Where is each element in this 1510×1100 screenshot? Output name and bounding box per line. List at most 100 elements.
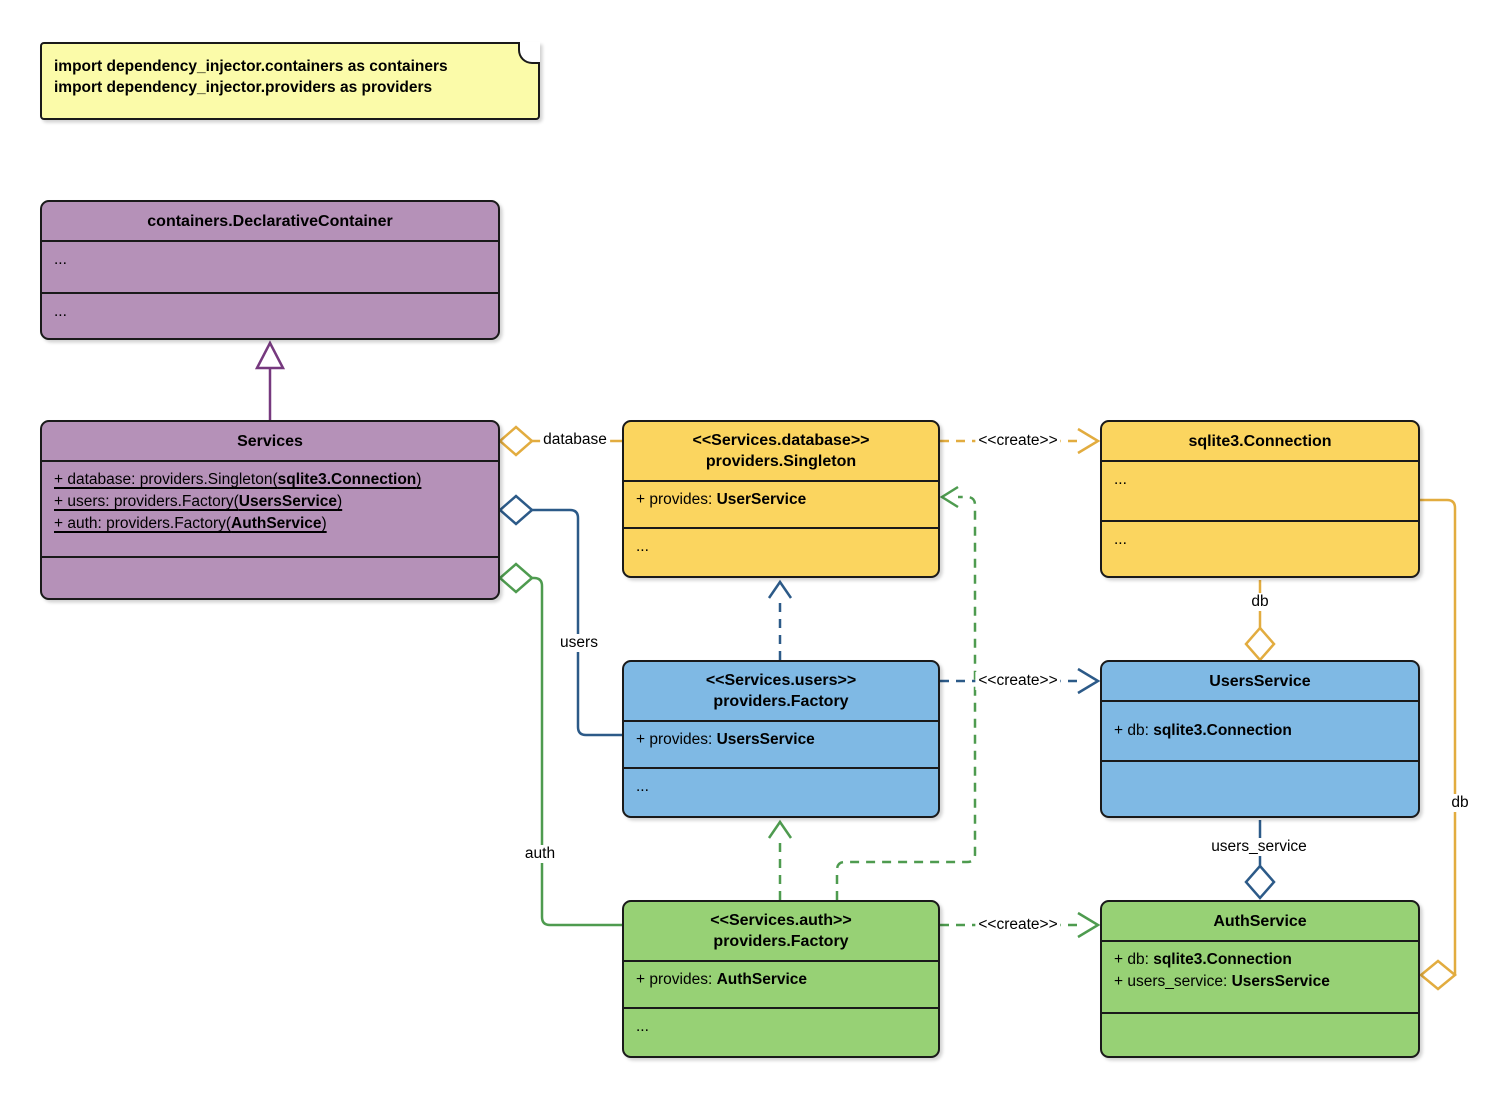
class-name: providers.Singleton bbox=[705, 453, 857, 470]
attr-text: ) bbox=[337, 493, 343, 510]
aggregation-diamond-icon bbox=[1244, 626, 1276, 662]
note-fold-icon bbox=[518, 42, 540, 64]
edge-dependency-users-singleton bbox=[767, 579, 793, 660]
edge-label-create: <<create>> bbox=[975, 672, 1061, 690]
class-auth-service: AuthService + db: sqlite3.Connection + u… bbox=[1100, 900, 1420, 1058]
class-users-service: UsersService + db: sqlite3.Connection bbox=[1100, 660, 1420, 818]
class-compartment: + provides: UsersService bbox=[624, 720, 938, 767]
class-sqlite3-connection: sqlite3.Connection ... ... bbox=[1100, 420, 1420, 578]
class-compartment: + provides: UserService bbox=[624, 480, 938, 527]
open-arrowhead-icon bbox=[1077, 427, 1101, 455]
class-name: providers.Factory bbox=[713, 693, 849, 710]
class-compartment: + db: sqlite3.Connection + users_service… bbox=[1102, 940, 1418, 1012]
edge-db-usersservice bbox=[1244, 580, 1276, 662]
attr-type: UsersService bbox=[1231, 973, 1330, 990]
class-title: containers.DeclarativeContainer bbox=[147, 212, 393, 230]
edge-label-db: db bbox=[1248, 593, 1272, 611]
edge-label-create: <<create>> bbox=[975, 432, 1061, 450]
attr-type: sqlite3.Connection bbox=[1153, 951, 1292, 968]
edge-label-users-service: users_service bbox=[1208, 838, 1310, 856]
attribute-database: + database: providers.Singleton(sqlite3.… bbox=[54, 469, 486, 491]
open-arrowhead-icon bbox=[767, 579, 793, 599]
class-compartment: ... bbox=[624, 1007, 938, 1056]
class-singleton-provider: <<Services.database>> providers.Singleto… bbox=[622, 420, 940, 578]
attribute-db: + db: sqlite3.Connection bbox=[1114, 949, 1406, 971]
edge-dependency-auth-users bbox=[767, 819, 793, 900]
class-title: <<Services.auth>> providers.Factory bbox=[624, 902, 938, 960]
class-title: UsersService bbox=[1209, 672, 1311, 690]
attribute-db: + db: sqlite3.Connection bbox=[1114, 720, 1292, 742]
aggregation-diamond-icon bbox=[498, 425, 534, 457]
attr-text: + users: providers.Factory( bbox=[54, 493, 239, 510]
attr-text: ) bbox=[321, 515, 327, 532]
class-compartment: ... bbox=[42, 240, 498, 292]
attr-text: + users_service: bbox=[1114, 973, 1232, 990]
attr-type: sqlite3.Connection bbox=[277, 471, 417, 488]
class-compartment: + db: sqlite3.Connection bbox=[1102, 700, 1418, 760]
aggregation-diamond-icon bbox=[1244, 864, 1276, 900]
open-arrowhead-icon bbox=[1077, 911, 1101, 939]
edge-label-database: database bbox=[540, 431, 610, 449]
attribute-users: + users: providers.Factory(UsersService) bbox=[54, 491, 486, 513]
edge-inheritance bbox=[254, 340, 286, 420]
edge-label-auth: auth bbox=[521, 845, 559, 863]
import-note: import dependency_injector.containers as… bbox=[40, 42, 540, 120]
inheritance-triangle-icon bbox=[254, 340, 286, 370]
attribute-provides: + provides: UsersService bbox=[636, 729, 926, 751]
attr-text: + provides: bbox=[636, 491, 717, 508]
attribute-provides: + provides: UserService bbox=[636, 489, 926, 511]
open-arrowhead-icon bbox=[767, 819, 793, 839]
edge-label-users: users bbox=[557, 634, 601, 652]
attr-text: + provides: bbox=[636, 971, 717, 988]
class-auth-factory: <<Services.auth>> providers.Factory + pr… bbox=[622, 900, 940, 1058]
aggregation-diamond-icon bbox=[1419, 959, 1457, 991]
attribute-users-service: + users_service: UsersService bbox=[1114, 971, 1406, 993]
class-title: AuthService bbox=[1213, 912, 1307, 930]
edge-label-create: <<create>> bbox=[975, 916, 1061, 934]
note-line: import dependency_injector.containers as… bbox=[54, 58, 448, 75]
attr-type: AuthService bbox=[231, 515, 322, 532]
edge-auth bbox=[498, 562, 622, 927]
note-line: import dependency_injector.providers as … bbox=[54, 79, 433, 96]
attr-type: sqlite3.Connection bbox=[1153, 722, 1292, 739]
class-name: providers.Factory bbox=[713, 933, 849, 950]
class-compartment: ... bbox=[1102, 460, 1418, 520]
stereotype: <<Services.database>> bbox=[692, 432, 870, 449]
class-title: <<Services.users>> providers.Factory bbox=[624, 662, 938, 720]
attribute-auth: + auth: providers.Factory(AuthService) bbox=[54, 513, 486, 535]
edge-users bbox=[498, 494, 622, 737]
attribute-provides: + provides: AuthService bbox=[636, 969, 926, 991]
stereotype: <<Services.auth>> bbox=[710, 912, 852, 929]
attr-text: + database: providers.Singleton( bbox=[54, 471, 278, 488]
class-compartment: ... bbox=[1102, 520, 1418, 576]
class-compartment-empty bbox=[1102, 760, 1418, 816]
attr-text: + db: bbox=[1114, 951, 1154, 968]
edge-label-db: db bbox=[1448, 794, 1472, 812]
attr-type: UsersService bbox=[238, 493, 338, 510]
open-arrowhead-icon bbox=[1077, 667, 1101, 695]
class-title: sqlite3.Connection bbox=[1188, 432, 1332, 450]
attr-text: + provides: bbox=[636, 731, 717, 748]
class-compartment-empty bbox=[42, 556, 498, 598]
class-compartment: ... bbox=[624, 527, 938, 576]
class-services: Services + database: providers.Singleton… bbox=[40, 420, 500, 600]
aggregation-diamond-icon bbox=[498, 562, 534, 594]
edge-db-authservice bbox=[1419, 498, 1457, 991]
aggregation-diamond-icon bbox=[498, 494, 534, 526]
attr-type: AuthService bbox=[716, 971, 808, 988]
attr-text: + auth: providers.Factory( bbox=[54, 515, 232, 532]
class-compartment: ... bbox=[624, 767, 938, 816]
class-title: Services bbox=[237, 432, 303, 450]
attr-text: ) bbox=[416, 471, 422, 488]
class-declarative-container: containers.DeclarativeContainer ... ... bbox=[40, 200, 500, 340]
stereotype: <<Services.users>> bbox=[705, 672, 857, 689]
class-compartment: + provides: AuthService bbox=[624, 960, 938, 1007]
open-arrowhead-icon bbox=[939, 485, 959, 509]
class-users-factory: <<Services.users>> providers.Factory + p… bbox=[622, 660, 940, 818]
attr-text: + db: bbox=[1114, 722, 1154, 739]
edge-usersservice-authservice bbox=[1244, 820, 1276, 900]
class-title: <<Services.database>> providers.Singleto… bbox=[624, 422, 938, 480]
class-compartment: + database: providers.Singleton(sqlite3.… bbox=[42, 460, 498, 556]
attr-type: UserService bbox=[716, 491, 807, 508]
